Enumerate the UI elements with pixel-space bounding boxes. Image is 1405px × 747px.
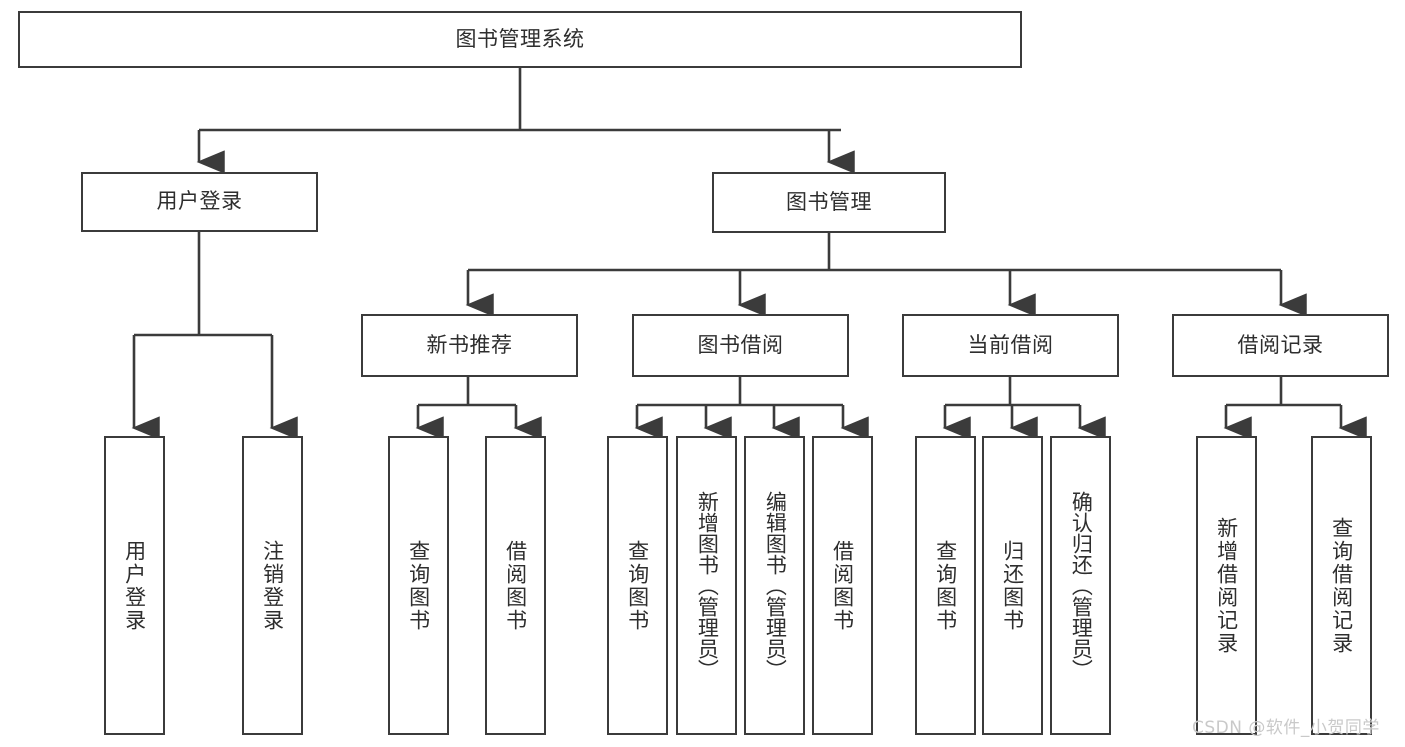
node-current-borrow[interactable]: 当前借阅 — [902, 314, 1119, 377]
leaf-borrow-borrow-book[interactable]: 借阅图书 — [812, 436, 873, 735]
leaf-label: 查询图书 — [625, 539, 650, 632]
leaf-recommend-query-book[interactable]: 查询图书 — [388, 436, 449, 735]
leaf-label: 借阅图书 — [830, 539, 855, 632]
node-borrow-records[interactable]: 借阅记录 — [1172, 314, 1389, 377]
leaf-user-login-logout[interactable]: 注销登录 — [242, 436, 303, 735]
leaf-borrow-add-book-admin[interactable]: 新增图书（管理员） — [676, 436, 737, 735]
leaf-label: 确认归还（管理员） — [1069, 491, 1094, 680]
leaf-label: 查询图书 — [933, 539, 958, 632]
leaf-borrow-edit-book-admin[interactable]: 编辑图书（管理员） — [744, 436, 805, 735]
leaf-records-query-record[interactable]: 查询借阅记录 — [1311, 436, 1372, 735]
leaf-label: 新增图书（管理员） — [695, 491, 720, 680]
csdn-watermark: CSDN @软件_小贺同学 — [1192, 718, 1380, 738]
leaf-label: 用户登录 — [122, 539, 147, 632]
node-root[interactable]: 图书管理系统 — [18, 11, 1022, 68]
leaf-recommend-borrow-book[interactable]: 借阅图书 — [485, 436, 546, 735]
leaf-label: 查询借阅记录 — [1329, 516, 1354, 655]
leaf-label: 注销登录 — [260, 539, 285, 632]
node-user-login[interactable]: 用户登录 — [81, 172, 318, 232]
leaf-label: 新增借阅记录 — [1214, 516, 1239, 655]
leaf-label: 编辑图书（管理员） — [763, 491, 788, 680]
leaf-current-return-book[interactable]: 归还图书 — [982, 436, 1043, 735]
leaf-user-login-login[interactable]: 用户登录 — [104, 436, 165, 735]
leaf-records-add-record[interactable]: 新增借阅记录 — [1196, 436, 1257, 735]
node-book-management[interactable]: 图书管理 — [712, 172, 946, 233]
leaf-label: 查询图书 — [406, 539, 431, 632]
node-book-borrow[interactable]: 图书借阅 — [632, 314, 849, 377]
leaf-current-query-book[interactable]: 查询图书 — [915, 436, 976, 735]
leaf-borrow-query-book[interactable]: 查询图书 — [607, 436, 668, 735]
leaf-current-confirm-return-admin[interactable]: 确认归还（管理员） — [1050, 436, 1111, 735]
leaf-label: 归还图书 — [1000, 539, 1025, 632]
node-new-book-recommend[interactable]: 新书推荐 — [361, 314, 578, 377]
leaf-label: 借阅图书 — [503, 539, 528, 632]
